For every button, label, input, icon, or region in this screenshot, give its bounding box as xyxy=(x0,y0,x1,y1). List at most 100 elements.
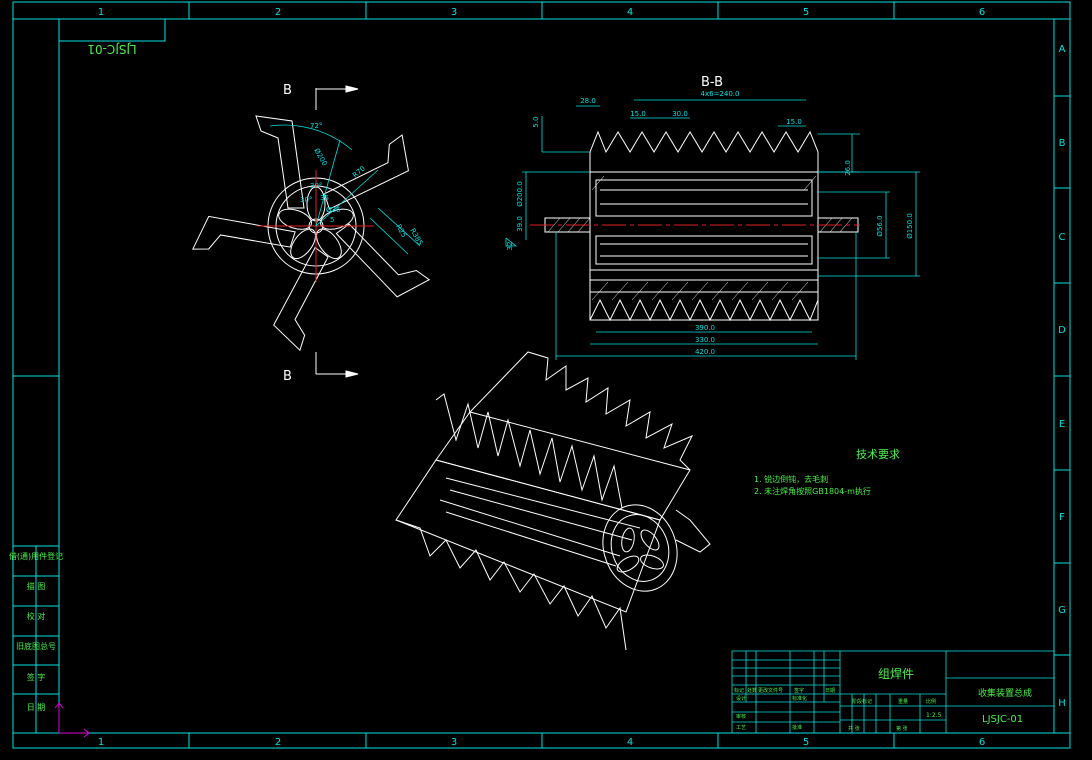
zone-col-label: 1 xyxy=(98,737,104,748)
rotor-blade xyxy=(323,134,410,210)
section-hatching xyxy=(547,175,853,301)
dim-label: R385 xyxy=(408,227,424,247)
part-name: 组焊件 xyxy=(878,666,914,681)
dim-label: Ø200 xyxy=(312,147,328,167)
dim-label: 28.0 xyxy=(580,97,596,105)
zone-col-label: 6 xyxy=(979,737,985,748)
zone-row-label: A xyxy=(1059,44,1066,55)
dim-label: 35 xyxy=(320,194,329,202)
front-view-dimensions xyxy=(269,124,421,255)
dim-label: 26.0 xyxy=(844,160,852,176)
dim-label: 5.0 xyxy=(532,116,540,127)
notes-line: 2. 未注焊角按照GB1804-m执行 xyxy=(754,486,871,496)
dim-label: 72° xyxy=(310,122,322,130)
tb-label: 标记 xyxy=(734,687,744,694)
left-strip-labels: 借(通)用件登记 描 图 校 对 旧底图总号 签 字 日 期 xyxy=(9,551,63,712)
dim-label: Ø56.0 xyxy=(876,215,884,236)
tb-label: 日期 xyxy=(825,688,835,694)
left-strip-label: 日 期 xyxy=(27,703,46,712)
mirrored-drawing-number: LJSJC-01 xyxy=(58,18,166,56)
dim-label: 5 xyxy=(330,216,334,224)
zone-row-label: D xyxy=(1058,325,1066,336)
dim-label: 4x6=240.0 xyxy=(701,90,740,98)
isometric-view xyxy=(395,351,711,651)
dim-label: Ø200.0 xyxy=(516,181,524,207)
zone-row-label: B xyxy=(1059,138,1066,149)
section-label-bottom: B xyxy=(283,369,292,384)
section-view xyxy=(544,130,859,322)
technical-notes: 技术要求 1. 锐边倒钝，去毛刺 2. 未注焊角按照GB1804-m执行 xyxy=(754,448,900,496)
zone-col-label: 4 xyxy=(627,737,633,748)
zone-row-label: G xyxy=(1058,605,1066,616)
zone-col-label: 3 xyxy=(451,737,457,748)
section-view-dimensions xyxy=(505,99,920,360)
tb-label: 审核 xyxy=(736,713,746,720)
tb-label: 工艺 xyxy=(736,725,746,731)
rotor-blade xyxy=(273,246,329,352)
tb-label: 第 张 xyxy=(896,725,908,732)
zone-row-label: H xyxy=(1058,698,1066,709)
zone-row-label: F xyxy=(1059,512,1065,523)
dim-label: Ø150.0 xyxy=(906,213,914,239)
zone-col-label: 5 xyxy=(803,7,809,18)
mirrored-drawing-number-text: LJSJC-01 xyxy=(87,42,136,56)
drawing-number: LJSJC-01 xyxy=(982,714,1023,725)
rotor-blade xyxy=(335,223,431,298)
section-view-title: B-B xyxy=(701,75,723,90)
tb-label: 阶段标记 xyxy=(852,698,872,705)
zone-col-label: 5 xyxy=(803,737,809,748)
notes-line: 1. 锐边倒钝，去毛刺 xyxy=(754,474,828,484)
left-strip-label: 旧底图总号 xyxy=(16,641,56,651)
dim-label: 15.0 xyxy=(630,110,646,118)
tb-label: 更改文件号 xyxy=(758,687,783,694)
rotor-blade xyxy=(255,115,305,209)
tb-label: 处数 xyxy=(747,687,757,694)
drawing-frame xyxy=(12,1,1071,749)
dim-label: 30.0 xyxy=(672,110,688,118)
section-indicator xyxy=(315,85,359,378)
zone-row-label: E xyxy=(1059,419,1065,430)
notes-title: 技术要求 xyxy=(856,448,900,461)
tb-label: 共 张 xyxy=(848,725,860,732)
tb-label: 批准 xyxy=(792,724,802,731)
dim-label: 390.0 xyxy=(695,324,715,332)
zone-labels-right: A B C D E F G H xyxy=(1058,44,1066,709)
front-view xyxy=(192,115,431,352)
tb-label: 重量 xyxy=(898,698,908,705)
left-strip-label: 描 图 xyxy=(27,581,46,591)
section-view-dim-text: 28.0 15.0 30.0 4x6=240.0 15.0 5.0 26.0 Ø… xyxy=(506,90,914,356)
left-strip-label: 签 字 xyxy=(27,672,46,682)
dim-label: 30° xyxy=(310,182,322,190)
title-block-text: 组焊件 收集装置总成 LJSJC-01 1:2.5 标记 处数 更改文件号 签字… xyxy=(734,666,1032,732)
left-strip-label: 借(通)用件登记 xyxy=(9,551,63,561)
title-block xyxy=(731,650,1055,734)
dim-label: 39.0 xyxy=(516,216,524,232)
tb-label: 设计 xyxy=(736,695,746,702)
assembly-name: 收集装置总成 xyxy=(978,687,1032,699)
tb-label: 标准化 xyxy=(792,695,807,702)
zone-col-label: 2 xyxy=(275,737,281,748)
zone-labels-bottom: 1 2 3 4 5 6 xyxy=(98,737,985,748)
zone-col-label: 4 xyxy=(627,7,633,18)
tb-label: 比例 xyxy=(926,698,936,705)
zone-col-label: 2 xyxy=(275,7,281,18)
zone-tick-lines xyxy=(188,2,1070,748)
dim-label: 420.0 xyxy=(695,348,715,356)
zone-col-label: 6 xyxy=(979,7,985,18)
scale-value: 1:2.5 xyxy=(926,712,942,719)
dim-label: 15.0 xyxy=(786,118,802,126)
zone-row-label: C xyxy=(1059,232,1066,243)
dim-label: Ø36 xyxy=(326,206,341,214)
ucs-origin-icon xyxy=(54,702,90,738)
zone-labels-top: 1 2 3 4 5 6 xyxy=(98,7,985,18)
dim-label: R25 xyxy=(394,223,408,239)
left-strip-label: 校 对 xyxy=(27,611,46,621)
tb-label: 签字 xyxy=(794,687,804,694)
section-label-top: B xyxy=(283,83,292,98)
zone-col-label: 1 xyxy=(98,7,104,18)
dim-label: 330.0 xyxy=(695,336,715,344)
rotor-blade xyxy=(192,215,296,250)
dim-label: 32 xyxy=(506,242,514,251)
zone-col-label: 3 xyxy=(451,7,457,18)
